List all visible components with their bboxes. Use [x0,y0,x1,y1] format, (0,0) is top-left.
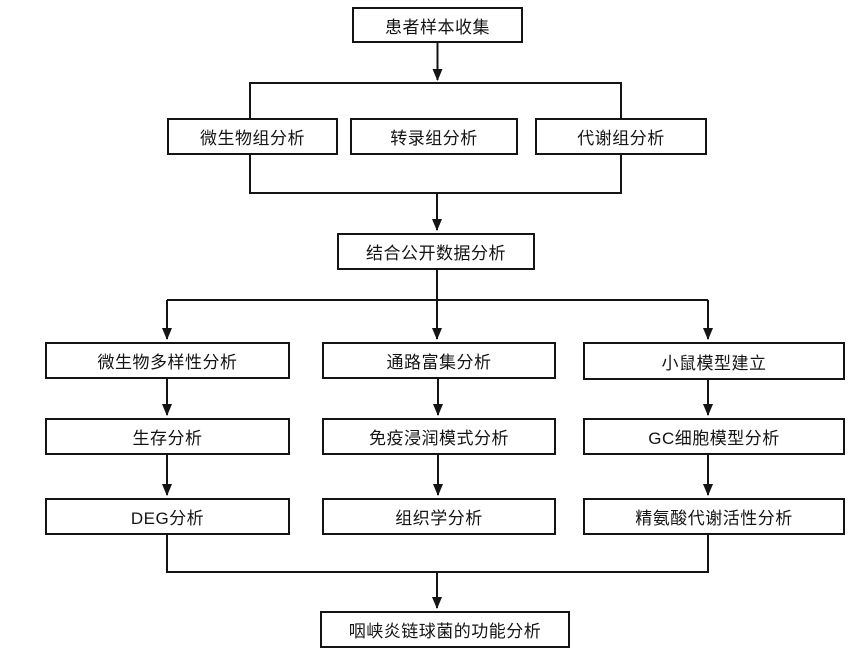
bracket-omics-bottom [249,155,622,194]
node-survival-analysis: 生存分析 [45,418,290,455]
node-microbial-diversity-analysis: 微生物多样性分析 [45,342,290,379]
node-transcriptome-analysis: 转录组分析 [350,118,518,155]
bracket-omics-top [249,82,622,118]
node-metabolome-analysis: 代谢组分析 [535,118,707,155]
node-immune-infiltration-analysis: 免疫浸润模式分析 [322,418,556,455]
bracket-final [166,535,709,573]
node-microbiome-analysis: 微生物组分析 [167,118,338,155]
node-deg-analysis: DEG分析 [45,498,290,535]
node-functional-analysis: 咽峡炎链球菌的功能分析 [320,611,570,648]
node-mouse-model-establishment: 小鼠模型建立 [583,342,845,380]
node-histology-analysis: 组织学分析 [322,498,556,535]
node-pathway-enrichment-analysis: 通路富集分析 [322,342,556,379]
node-patient-sample-collection: 患者样本收集 [352,7,523,43]
node-arginine-metabolism-analysis: 精氨酸代谢活性分析 [583,498,845,535]
node-public-data-analysis: 结合公开数据分析 [337,233,535,270]
node-gc-cell-model-analysis: GC细胞模型分析 [583,418,845,455]
